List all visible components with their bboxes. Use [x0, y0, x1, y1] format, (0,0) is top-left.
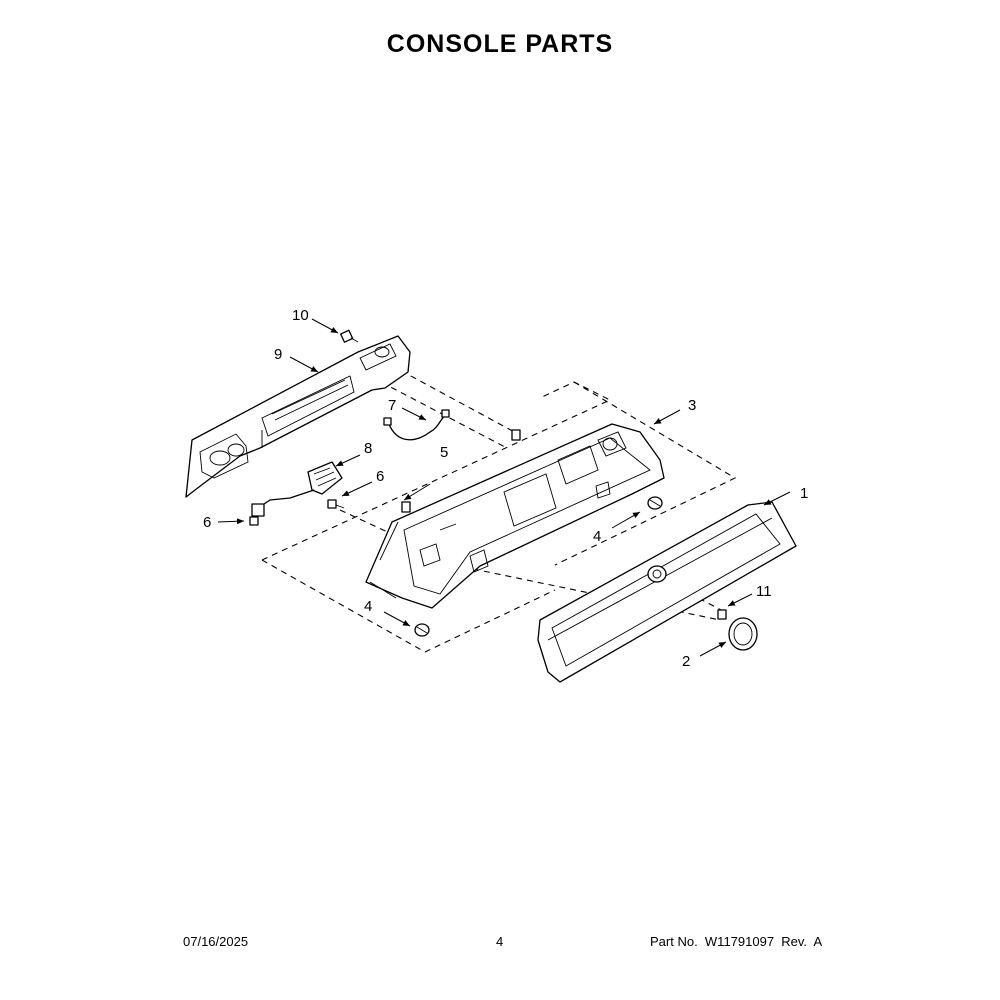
callout-4-left: 4	[364, 598, 372, 615]
callout-9: 9	[274, 346, 282, 363]
clip-part-5	[401, 429, 521, 513]
callout-6-upper: 6	[376, 468, 384, 485]
knob-mount-part-4-right	[647, 496, 663, 510]
callout-2: 2	[682, 653, 690, 670]
callout-6-lower: 6	[203, 514, 211, 531]
console-panel-part-1	[537, 501, 797, 683]
screw-part-10	[340, 329, 359, 343]
leader-lines	[217, 318, 791, 657]
rear-console-panel-part-9	[185, 335, 411, 498]
callout-labels: 1 2 3 4 4 5 6 6 7 8 9 10 11	[203, 307, 808, 670]
page-title: CONSOLE PARTS	[386, 30, 614, 58]
interface-board-part-8	[251, 461, 343, 517]
console-body-part-3	[365, 423, 665, 609]
callout-7: 7	[388, 397, 396, 414]
callout-3: 3	[688, 397, 696, 414]
footer-date: 07/16/2025	[183, 934, 249, 949]
callout-4-right: 4	[593, 528, 601, 545]
callout-11: 11	[756, 583, 772, 600]
knob-mount-part-4-left	[414, 623, 430, 637]
screw-part-6-upper	[327, 499, 345, 509]
callout-8: 8	[364, 440, 372, 457]
footer-page-number: 4	[496, 934, 504, 949]
spacer-part-11	[717, 609, 727, 620]
knob-ring-part-2	[728, 617, 758, 651]
wire-harness-part-7	[383, 409, 450, 441]
callout-1: 1	[800, 485, 808, 502]
callout-5: 5	[440, 444, 448, 461]
callout-10: 10	[292, 307, 309, 324]
footer-part-number: Part No. W11791097 Rev. A	[650, 934, 823, 949]
screw-part-6-lower	[249, 516, 259, 526]
